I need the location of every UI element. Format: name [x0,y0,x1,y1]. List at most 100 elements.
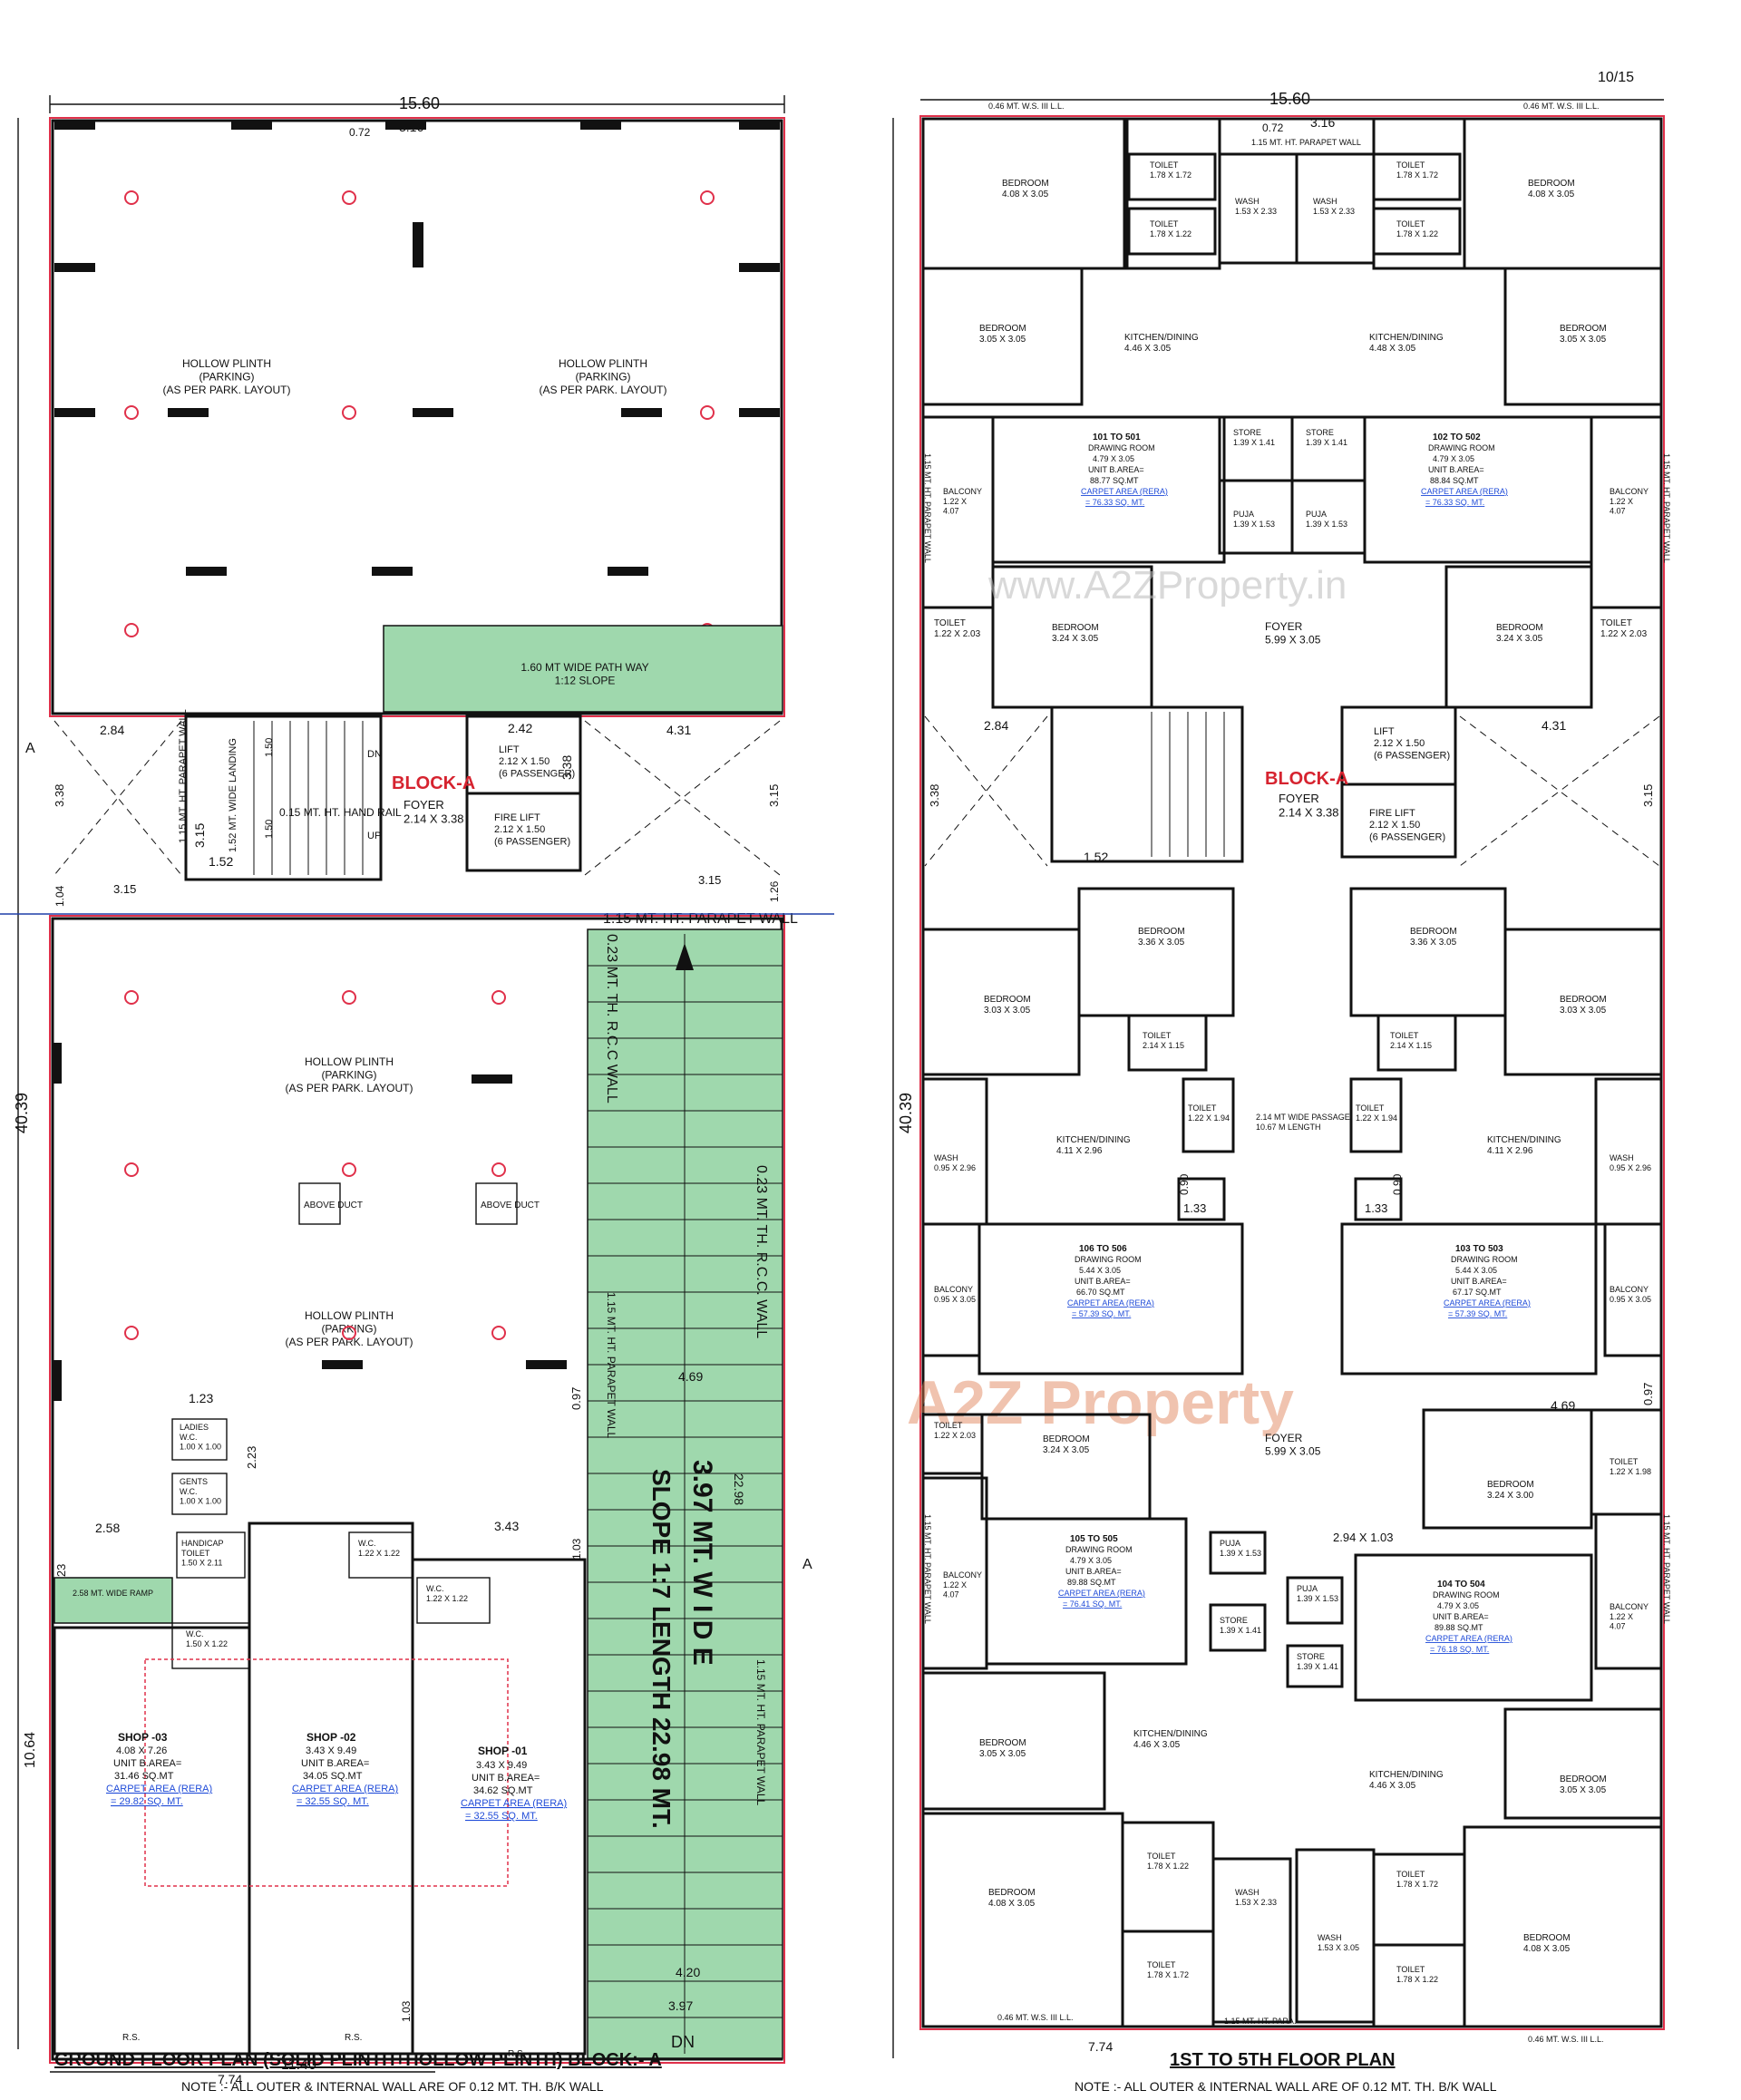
svg-text:DRAWING ROOM: DRAWING ROOM [1428,443,1495,452]
svg-text:= 32.55 SQ. MT.: = 32.55 SQ. MT. [465,1811,538,1822]
dim-338b: 3.38 [559,755,574,780]
dim-343: 3.43 [494,1519,519,1533]
svg-text:31.46 SQ.MT: 31.46 SQ.MT [114,1771,174,1782]
svg-text:4.79 X 3.05: 4.79 X 3.05 [1437,1601,1479,1610]
svg-text:DRAWING ROOM: DRAWING ROOM [1088,443,1155,452]
r-parapet-wall-2: 1.15 MT. HT. PARAPET WALL [923,453,932,563]
svg-text:CARPET AREA (RERA): CARPET AREA (RERA) [1081,487,1168,496]
rs-1: R.S. [122,2033,140,2043]
svg-text:89.88 SQ.MT: 89.88 SQ.MT [1067,1578,1116,1587]
svg-text:UNIT B.AREA=: UNIT B.AREA= [1075,1277,1131,1286]
dim-shop-depth: 10.64 [23,1732,38,1768]
r-parapet-top: 1.15 MT. HT. PARAPET WALL [1251,138,1361,147]
r-dim-338: 3.38 [928,784,941,807]
r-wsill-1: 0.46 MT. W.S. III L.L. [988,102,1065,111]
dim-258: 2.58 [95,1521,120,1535]
shop-03: SHOP -03 4.08 X 7.26 UNIT B.AREA= 31.46 … [106,1731,212,1807]
dim-315a: 3.15 [192,823,207,848]
svg-text:106 TO 506: 106 TO 506 [1079,1244,1127,1254]
svg-text:104 TO 504: 104 TO 504 [1437,1580,1485,1590]
above-duct-2: ABOVE DUCT [481,1201,540,1210]
svg-text:UNIT B.AREA=: UNIT B.AREA= [1428,465,1484,474]
r-parapet-wall-3: 1.15 MT. HT. PARAPET WALL [923,1514,932,1624]
svg-text:34.62 SQ.MT: 34.62 SQ.MT [473,1785,533,1796]
dim-774: 7.74 [218,2072,242,2086]
svg-text:DRAWING ROOM: DRAWING ROOM [1433,1590,1500,1599]
wc-3: W.C.1.22 X 1.22 [426,1584,468,1603]
r-dim-top-width: 15.60 [1269,90,1310,108]
r-dim-097: 0.97 [1641,1383,1655,1405]
r-dim-090b: 0.90 [1391,1173,1404,1195]
svg-text:CARPET AREA (RERA): CARPET AREA (RERA) [292,1784,398,1794]
dim-top-width: 15.60 [399,94,440,112]
svg-text:= 76.33 SQ. MT.: = 76.33 SQ. MT. [1425,498,1484,507]
unit-102-502: 102 TO 502 DRAWING ROOM 4.79 X 3.05 UNIT… [1421,433,1508,507]
svg-text:UNIT B.AREA=: UNIT B.AREA= [472,1773,540,1784]
svg-text:88.84 SQ.MT: 88.84 SQ.MT [1430,476,1479,485]
svg-text:UNIT B.AREA=: UNIT B.AREA= [301,1758,369,1769]
svg-text:CARPET AREA (RERA): CARPET AREA (RERA) [106,1784,212,1794]
unit-103-503: 103 TO 503 DRAWING ROOM 5.44 X 3.05 UNIT… [1444,1244,1531,1318]
dim-103b: 1.03 [400,2000,413,2022]
r-parapet-wall-1: 1.15 MT. HT. PARAPET WALL [1662,453,1671,563]
dim-315d: 3.15 [698,873,721,887]
shop-02: SHOP -02 3.43 X 9.49 UNIT B.AREA= 34.05 … [292,1731,398,1807]
small-ramp: 2.58 MT. WIDE RAMP [73,1589,153,1598]
parking-label-1: HOLLOW PLINTH(PARKING)(AS PER PARK. LAYO… [163,357,291,396]
parapet-ramp-1: 1.15 MT. HT. PARAPET WALL [605,1292,618,1438]
svg-text:5.44 X 3.05: 5.44 X 3.05 [1455,1266,1497,1275]
ramp-slope-label: SLOPE 1:7 LENGTH 22.98 MT. [647,1469,676,1829]
svg-text:89.88 SQ.MT: 89.88 SQ.MT [1435,1623,1483,1632]
above-duct-1: ABOVE DUCT [304,1201,363,1210]
dim-242: 2.42 [508,721,532,735]
svg-text:CARPET AREA (RERA): CARPET AREA (RERA) [1425,1634,1512,1643]
dim-315c: 3.15 [113,882,136,896]
ramp-width-label: 3.97 MT. W I D E [687,1460,717,1666]
svg-text:5.44 X 3.05: 5.44 X 3.05 [1079,1266,1121,1275]
dim-103a: 1.03 [570,1538,583,1560]
svg-text:67.17 SQ.MT: 67.17 SQ.MT [1453,1288,1502,1297]
ground-plan-note: NOTE :- ALL OUTER & INTERNAL WALL ARE OF… [181,2079,604,2094]
block-label: BLOCK-A [392,773,475,793]
svg-text:4.08 X 7.26: 4.08 X 7.26 [116,1745,167,1756]
dim-126: 1.26 [768,880,781,902]
svg-text:4.79 X 3.05: 4.79 X 3.05 [1433,454,1474,463]
r-dim-284: 2.84 [984,718,1008,733]
svg-text:= 76.33 SQ. MT.: = 76.33 SQ. MT. [1085,498,1144,507]
dim-397: 3.97 [668,1998,693,2013]
